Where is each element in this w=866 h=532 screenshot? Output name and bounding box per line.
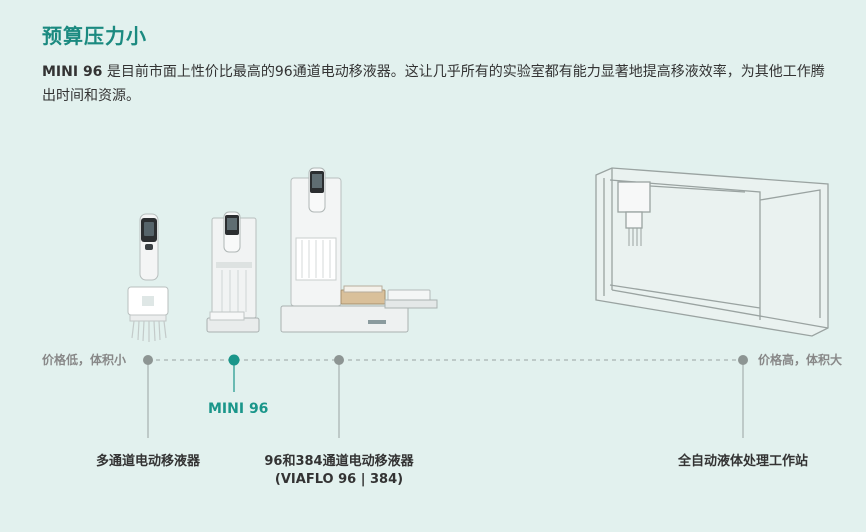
viaflo-label-line1: 96和384通道电动移液器: [264, 454, 414, 469]
scale-low-label: 价格低，体积小: [42, 353, 127, 367]
viaflo-image: [280, 167, 438, 333]
multichannel-label: 多通道电动移液器: [95, 454, 200, 469]
mini96-image: [206, 211, 260, 333]
scale-marker-multichannel: [143, 355, 153, 365]
viaflo-label: 96和384通道电动移液器 (VIAFLO 96 | 384): [254, 450, 424, 487]
workstation-image: [595, 167, 829, 337]
scale-marker-workstation: [738, 355, 748, 365]
scale-high-label: 价格高，体积大: [758, 353, 843, 367]
workstation-label: 全自动液体处理工作站: [677, 454, 808, 469]
viaflo-label-line2: (VIAFLO 96 | 384): [274, 472, 404, 487]
scale-marker-viaflo: [334, 355, 344, 365]
description: MINI 96 是目前市面上性价比最高的96通道电动移液器。这让几乎所有的实验室…: [42, 60, 832, 108]
scale-marker-mini96: [228, 354, 240, 366]
page-title: 预算压力小: [42, 24, 147, 48]
multichannel-pipette-image: [127, 213, 169, 342]
mini96-label: MINI 96: [208, 401, 269, 417]
description-text: 是目前市面上性价比最高的96通道电动移液器。这让几乎所有的实验室都有能力显著地提…: [42, 64, 825, 104]
description-product: MINI 96: [42, 64, 103, 80]
